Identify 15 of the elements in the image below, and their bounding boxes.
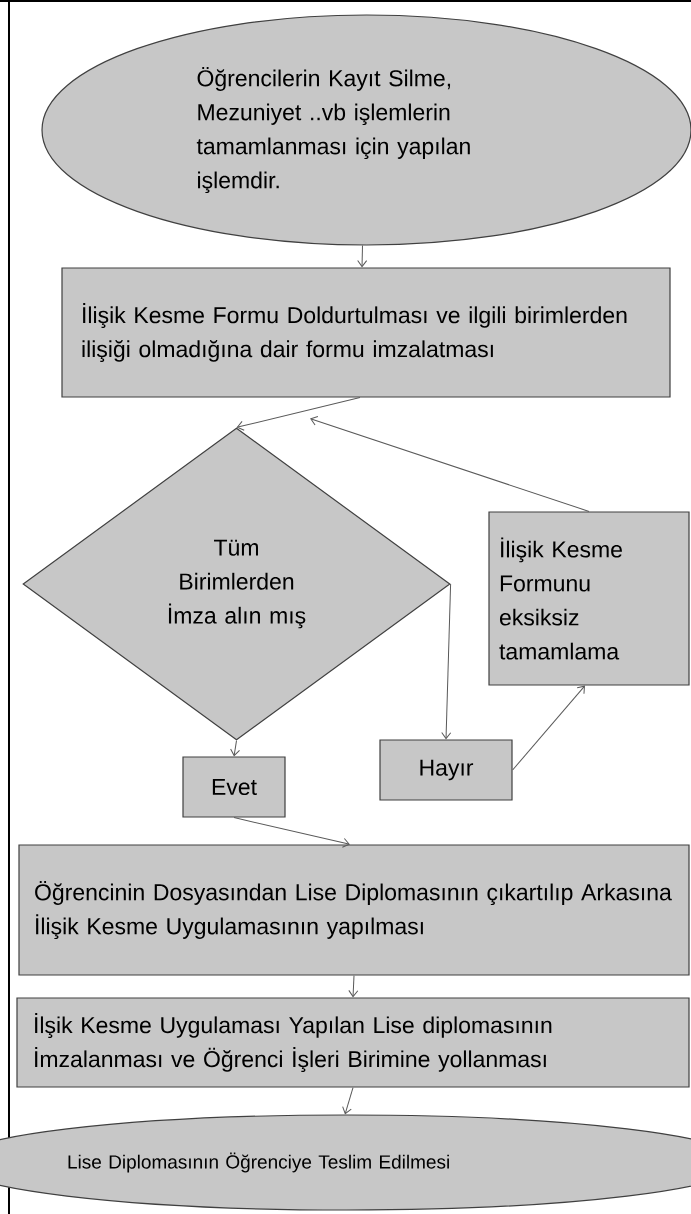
arrow (310, 416, 590, 512)
arrow (348, 975, 359, 998)
answer-box: Hayır (379, 739, 513, 801)
arrow (357, 245, 368, 268)
arrow (342, 1087, 354, 1115)
arrow (230, 740, 240, 757)
process-box: Öğrencinin Dosyasından Lise Diplomasının çıkartılıp Arkasına İlişik Kesme Uygulamasının yapılması (18, 844, 690, 976)
process-box: İlşik Kesme Uygulaması Yapılan Lise diplomasının İmzalanması ve Öğrenci İşleri Birimine yollanması (16, 997, 690, 1088)
arrow (236, 397, 361, 431)
process-box: İlişik Kesme Formunu eksiksiz tamamlama (488, 511, 690, 686)
process-box: İlişik Kesme Formu Doldurtulması ve ilgili birimlerden ilişiği olmadığına dair formu imzalatması (61, 267, 671, 398)
arrow (233, 817, 350, 848)
arrow (441, 583, 452, 740)
arrow (512, 685, 585, 771)
answer-box: Evet (182, 756, 286, 818)
